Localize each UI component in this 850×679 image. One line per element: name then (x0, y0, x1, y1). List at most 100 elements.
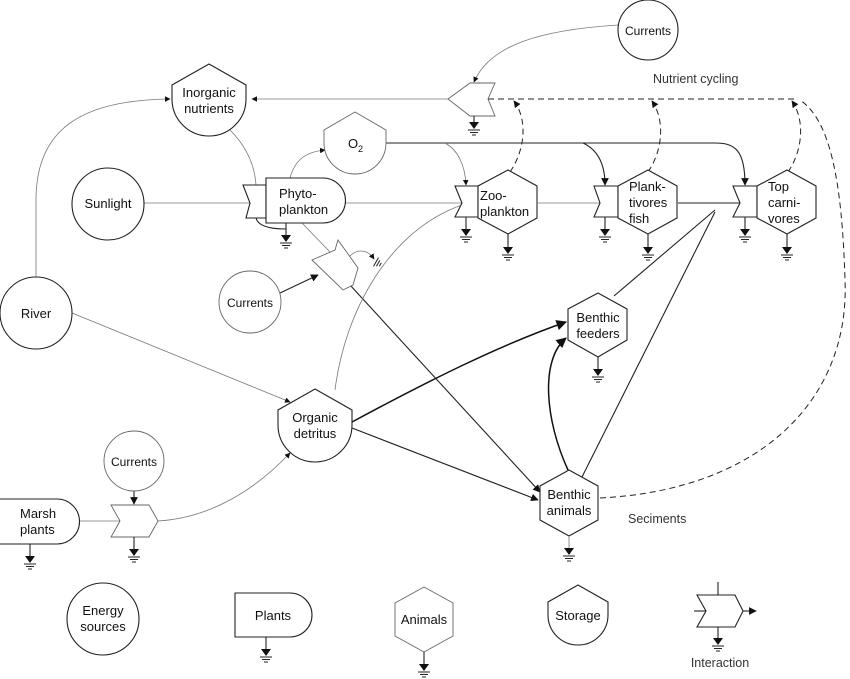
legend-energy-sources: Energy sources (66, 582, 140, 656)
node-label-line1: Marsh (20, 506, 56, 521)
node-label-line2: nutrients (184, 101, 234, 116)
node-label-line2: carni- (768, 195, 801, 210)
annotation-nutrient-cycling: Nutrient cycling (653, 72, 738, 86)
node-label-line2: plants (20, 522, 55, 537)
node-label-line3: fish (629, 211, 649, 226)
flow-nutrients-to-phyto (229, 129, 257, 186)
node-phytoplankton[interactable]: Phyto- plankton (242, 177, 347, 249)
node-label: Sunlight (85, 196, 132, 211)
node-label-line2: tivores (629, 195, 668, 210)
flow-lines (35, 24, 846, 522)
node-export-interaction[interactable] (311, 238, 383, 291)
flow-river-to-nutrients (35, 96, 171, 278)
node-label-line3: vores (768, 211, 800, 226)
flow-feeders-to-top (613, 209, 716, 297)
ground-icon (501, 246, 515, 261)
node-currents-low[interactable]: Currents (103, 430, 165, 492)
flow-currents-to-nutrient-interaction (473, 24, 619, 83)
ground-icon (738, 228, 752, 243)
legend-label: Animals (401, 612, 448, 627)
legend-label: Plants (255, 608, 292, 623)
node-marsh-plants[interactable]: Marsh plants (0, 498, 81, 570)
ground-icon (23, 555, 37, 570)
flow-detritus-to-zoo (334, 204, 463, 391)
flow-o2-to-zoo (444, 142, 469, 186)
node-benthic-feeders[interactable]: Benthic feeders (567, 292, 628, 383)
node-o2[interactable]: O 2 (323, 111, 387, 175)
flow-zoo-recycle (509, 100, 524, 173)
ground-icon (467, 121, 481, 136)
node-label-subscript: 2 (358, 144, 363, 154)
ground-icon (373, 257, 382, 267)
ground-icon (711, 637, 725, 652)
flow-phyto-respiration (255, 217, 287, 230)
ground-icon (459, 228, 473, 243)
ground-icon (417, 663, 431, 678)
flow-detritus-to-benthic-animals (351, 427, 539, 502)
node-label: River (21, 306, 52, 321)
ground-icon (127, 548, 141, 563)
annotation-sediments: Seciments (628, 512, 686, 526)
node-currents-mid[interactable]: Currents (218, 270, 282, 334)
legend-interaction: Interaction (691, 582, 757, 670)
node-zooplankton[interactable]: Zoo- plankton (454, 169, 538, 261)
ground-icon (279, 234, 293, 249)
flow-phyto-to-o2 (289, 147, 326, 179)
flow-phyto-to-benthic-animals (349, 284, 541, 493)
node-label-line2: plankton (279, 202, 328, 217)
flow-benthic-animals-to-feeders (547, 337, 569, 471)
node-benthic-animals[interactable]: Benthic animals (539, 469, 599, 562)
legend: Energy sources Plants Animals Storage I (66, 582, 757, 678)
node-label-line2: plankton (480, 204, 529, 219)
node-marsh-interaction[interactable] (110, 504, 159, 563)
legend-storage: Storage (547, 584, 609, 646)
node-nutrient-interaction[interactable] (447, 82, 496, 136)
ground-icon (591, 368, 605, 383)
node-label-line1: Plank- (629, 179, 666, 194)
node-organic-detritus[interactable]: Organic detritus (277, 388, 353, 463)
ground-icon (641, 246, 655, 261)
node-inorganic-nutrients[interactable]: Inorganic nutrients (171, 63, 247, 137)
node-label-line1: Zoo- (480, 188, 507, 203)
node-label-line1: Phyto- (279, 186, 317, 201)
flow-phyto-export (301, 222, 331, 253)
node-label-line2: feeders (576, 326, 620, 341)
flow-detritus-to-benthic-feeders (351, 320, 567, 423)
node-label: Currents (111, 455, 157, 469)
node-top-carnivores[interactable]: Top carni- vores (732, 169, 817, 261)
node-label: O (348, 136, 358, 151)
flow-o2-oxygen-line (386, 142, 749, 186)
flow-benthic-animals-to-top (581, 211, 716, 478)
node-currents-top[interactable]: Currents (617, 0, 679, 61)
flow-currents-mid-to-export (279, 274, 319, 294)
node-label-line1: Benthic (547, 487, 591, 502)
node-label-line1: Benthic (576, 310, 620, 325)
node-sunlight[interactable]: Sunlight (71, 167, 145, 241)
node-label-line2: detritus (294, 426, 337, 441)
ground-icon (259, 648, 273, 663)
node-label: Currents (625, 24, 671, 38)
node-label-line2: animals (547, 503, 592, 518)
node-label-line1: Top (768, 179, 789, 194)
ground-icon (598, 228, 612, 243)
flow-planktivores-recycle (647, 100, 662, 173)
node-river[interactable]: River (0, 276, 73, 350)
ground-icon (562, 547, 576, 562)
flow-sediment-recycle (599, 99, 846, 499)
legend-label: Interaction (691, 656, 749, 670)
flow-river-to-detritus (71, 312, 291, 403)
flow-export-out (349, 250, 375, 260)
flow-top-recycle (787, 100, 802, 173)
legend-label-line2: sources (80, 619, 126, 634)
node-planktivores-fish[interactable]: Plank- tivores fish (593, 169, 678, 261)
legend-animals: Animals (394, 586, 454, 678)
ground-icon (780, 246, 794, 261)
node-label-line1: Inorganic (182, 85, 236, 100)
flow-marsh-interaction-to-detritus (157, 452, 291, 522)
flow-o2-to-planktivores (582, 142, 609, 186)
node-label: Currents (227, 296, 273, 310)
legend-label-line1: Energy (82, 603, 124, 618)
legend-label: Storage (555, 608, 601, 623)
legend-plants: Plants (234, 592, 313, 663)
